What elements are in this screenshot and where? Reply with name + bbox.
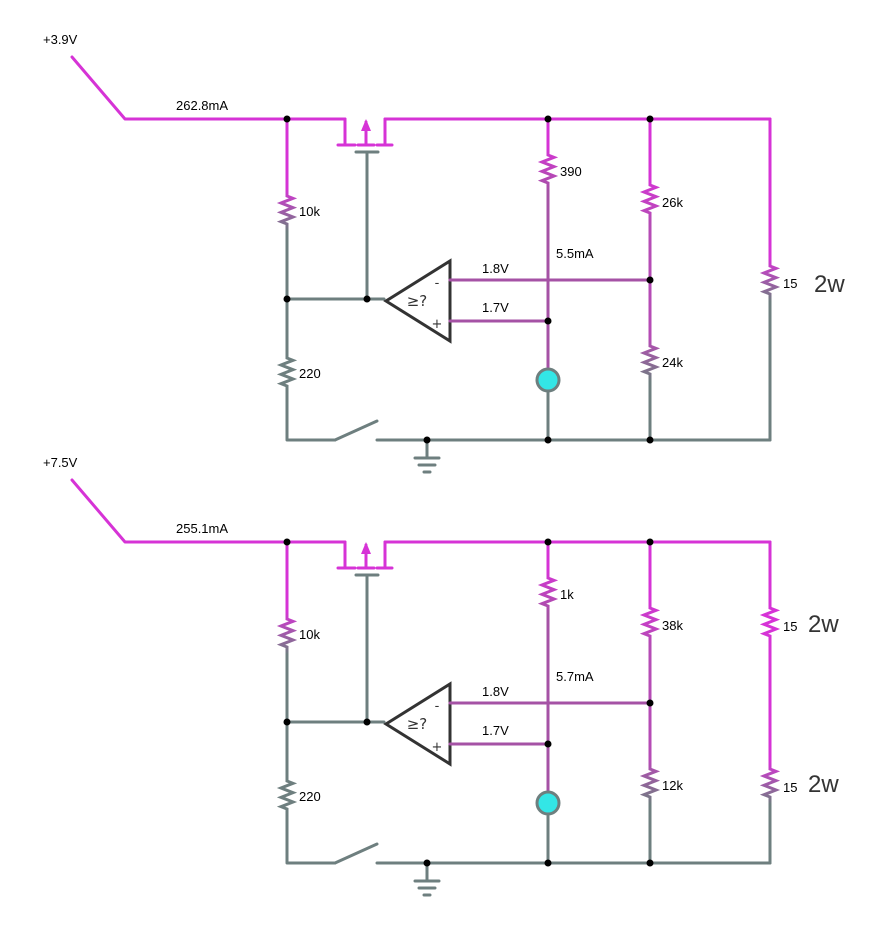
supply-lead — [70, 55, 289, 121]
resistor-div-top-label: 38k — [662, 618, 683, 633]
source-voltage-label: +7.5V — [43, 455, 78, 470]
switch-blade — [333, 419, 379, 442]
noninverting-voltage-label: 1.7V — [482, 300, 509, 315]
resistor-div-bottom-label: 12k — [662, 778, 683, 793]
junction-node — [646, 436, 654, 444]
comparator-plus-pin: + — [432, 740, 443, 755]
ground-symbol — [413, 438, 441, 474]
junction-node — [646, 276, 654, 284]
load-1-power-label: 2w — [808, 611, 839, 638]
ground-symbol — [413, 861, 441, 897]
mosfet-arrow — [361, 542, 371, 554]
junction-node — [283, 718, 291, 726]
load-value-label: 15 — [783, 276, 797, 291]
load-1-value-label: 15 — [783, 619, 797, 634]
junction-node — [646, 859, 654, 867]
resistor-10k — [276, 188, 298, 232]
comparator-symbol: ≥? — [407, 715, 428, 733]
junction-node — [646, 115, 654, 123]
comparator — [383, 681, 452, 767]
circuit-1: ≥?- +15 2w +3.9V 262.8mA 10k 220 390 26k 24k 5.5mA… — [43, 32, 845, 474]
load-2-value-label: 15 — [783, 780, 797, 795]
junction-node — [423, 436, 431, 444]
supply-lead — [70, 478, 289, 544]
resistor-div-top-label: 26k — [662, 195, 683, 210]
junction-node — [646, 699, 654, 707]
resistor-220-label: 220 — [299, 789, 321, 804]
mosfet-transistor — [336, 540, 394, 724]
junction-node — [544, 538, 552, 546]
resistor-led — [537, 570, 559, 614]
supply-current-label: 262.8mA — [176, 98, 228, 113]
resistor-div-bottom — [639, 761, 661, 805]
comparator-plus-pin: + — [432, 317, 443, 332]
resistor-load-1 — [759, 600, 781, 644]
wire-left-bottom — [285, 392, 337, 442]
led-indicator — [535, 367, 561, 393]
junction-node — [544, 859, 552, 867]
inverting-voltage-label: 1.8V — [482, 261, 509, 276]
led-indicator — [535, 790, 561, 816]
junction-node — [283, 295, 291, 303]
load-power-label: 2w — [814, 271, 845, 298]
resistor-led — [537, 147, 559, 191]
junction-node — [646, 538, 654, 546]
comparator-minus-pin: - — [435, 276, 440, 291]
junction-node — [283, 115, 291, 123]
mosfet-arrow — [361, 119, 371, 131]
junction-node — [544, 317, 552, 325]
resistor-led-label: 390 — [560, 164, 582, 179]
comparator — [383, 258, 452, 344]
junction-node — [423, 859, 431, 867]
resistor-led-label: 1k — [560, 587, 574, 602]
source-voltage-label: +3.9V — [43, 32, 78, 47]
resistor-div-bottom-label: 24k — [662, 355, 683, 370]
junction-node — [544, 115, 552, 123]
led-current-label: 5.5mA — [556, 246, 594, 261]
resistor-div-top — [639, 600, 661, 644]
mosfet-transistor — [336, 117, 394, 301]
resistor-div-bottom — [639, 338, 661, 382]
wire-left-bottom — [285, 815, 337, 865]
resistor-10k-label: 10k — [299, 204, 320, 219]
junction-node — [544, 436, 552, 444]
circuit-2: ≥?- +15 2w 15 2w +7.5V 255.1mA 10k 220 1k 38k 12k 5.… — [43, 455, 839, 897]
led-current-label: 5.7mA — [556, 669, 594, 684]
resistor-load — [759, 258, 781, 302]
resistor-10k-label: 10k — [299, 627, 320, 642]
comparator-symbol: ≥? — [407, 292, 428, 310]
load-2-power-label: 2w — [808, 771, 839, 798]
junction-node — [544, 740, 552, 748]
supply-current-label: 255.1mA — [176, 521, 228, 536]
switch-blade — [333, 842, 379, 865]
resistor-10k — [276, 611, 298, 655]
resistor-220 — [276, 773, 298, 817]
resistor-220 — [276, 350, 298, 394]
junction-node — [363, 718, 371, 726]
junction-node — [363, 295, 371, 303]
resistor-220-label: 220 — [299, 366, 321, 381]
inverting-voltage-label: 1.8V — [482, 684, 509, 699]
noninverting-voltage-label: 1.7V — [482, 723, 509, 738]
junction-node — [283, 538, 291, 546]
comparator-minus-pin: - — [435, 699, 440, 714]
resistor-div-top — [639, 177, 661, 221]
resistor-load-2 — [759, 761, 781, 805]
